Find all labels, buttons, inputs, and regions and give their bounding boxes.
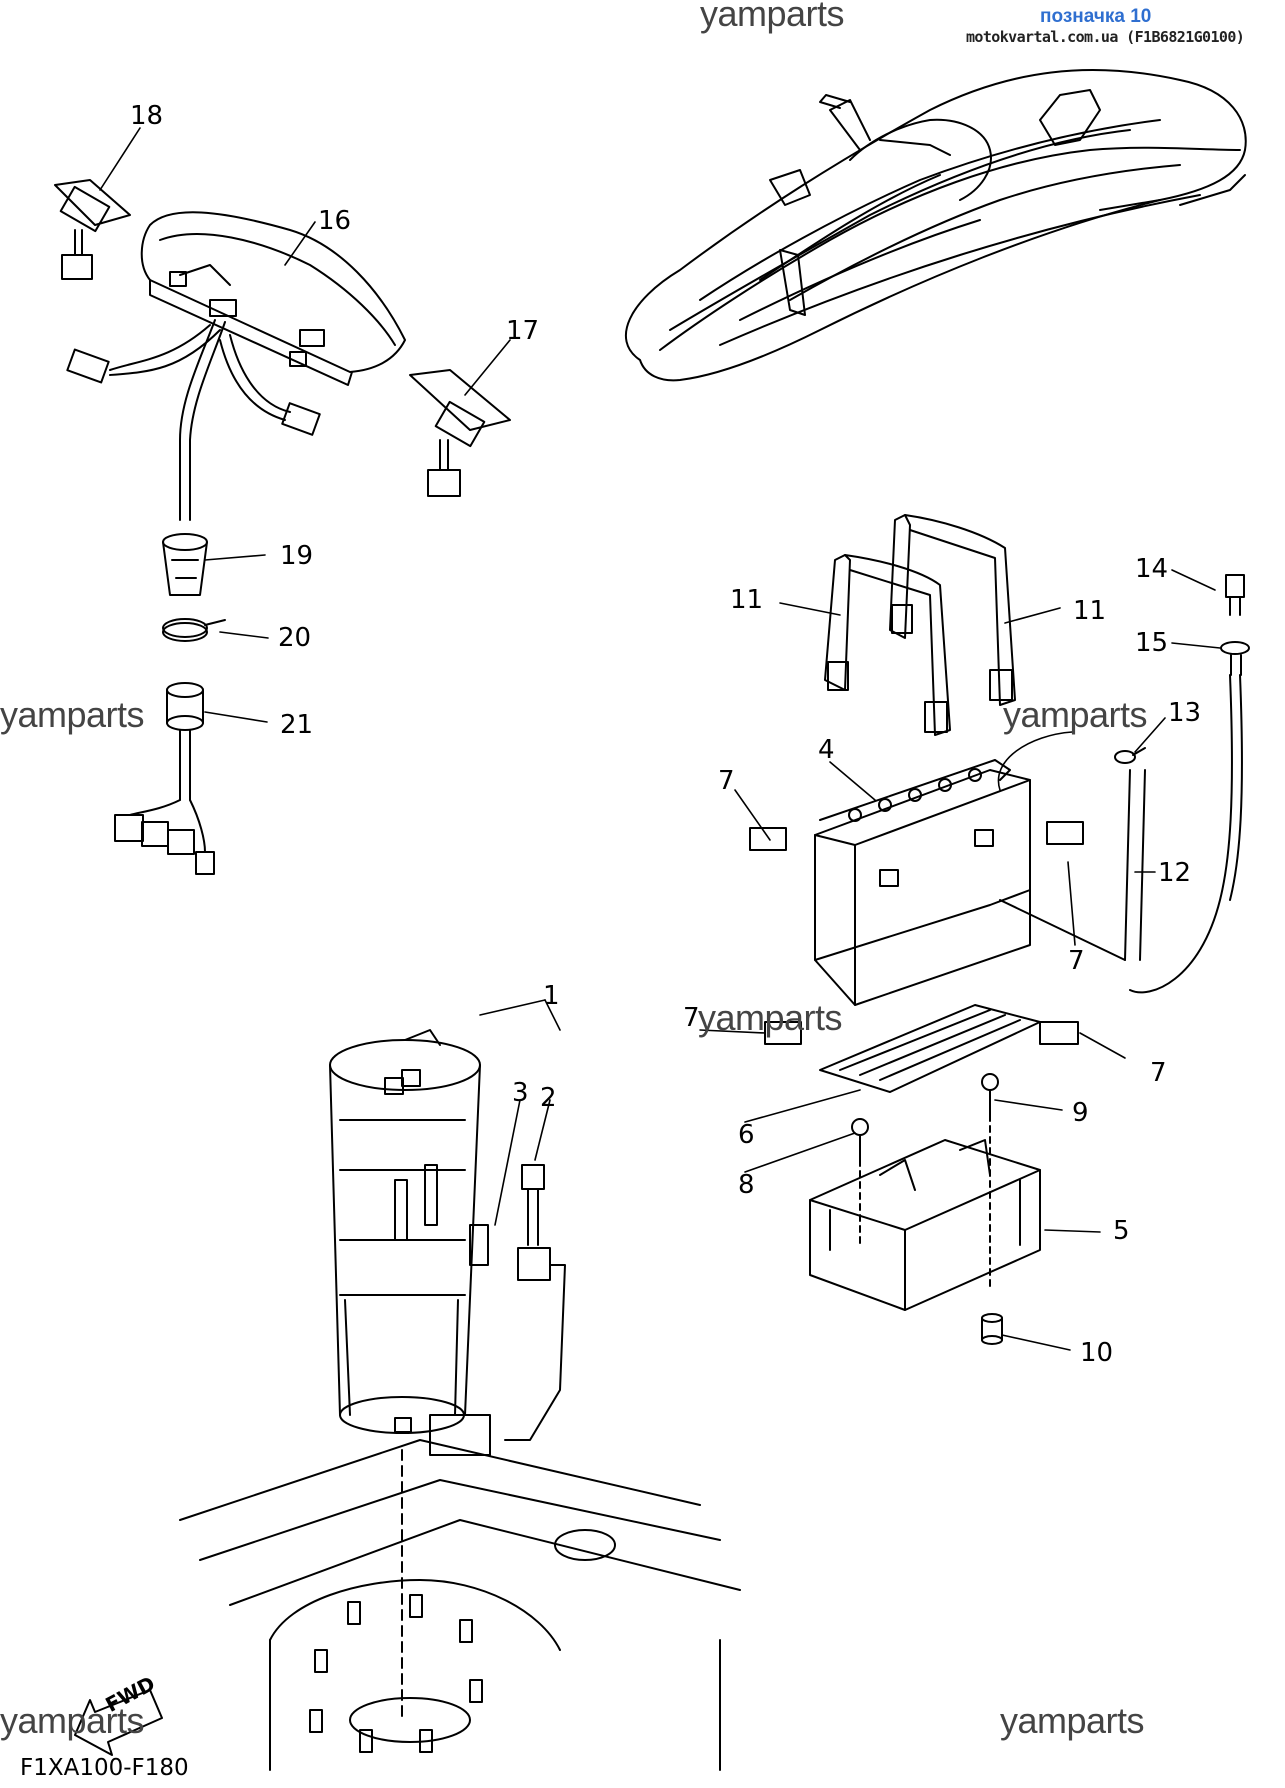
callout-9: 9 xyxy=(1072,1098,1089,1128)
callout-11-right: 11 xyxy=(1073,596,1107,626)
callout-4: 4 xyxy=(818,735,835,765)
meter-assembly xyxy=(142,212,405,385)
diagram-code: F1XA100-F180 xyxy=(20,1755,189,1781)
callout-16: 16 xyxy=(318,206,352,236)
callout-13: 13 xyxy=(1168,698,1202,728)
fitting-14-15-illustration xyxy=(1221,575,1249,675)
callout-7-bottom-right: 7 xyxy=(1150,1058,1167,1088)
collar-21-illustration xyxy=(167,683,203,800)
part-17-illustration xyxy=(410,370,510,496)
callout-3: 3 xyxy=(512,1078,529,1108)
bolts-8-9-illustration xyxy=(852,1074,998,1290)
callout-7-top-right: 7 xyxy=(1068,946,1085,976)
callout-1: 1 xyxy=(543,981,560,1011)
callout-5: 5 xyxy=(1113,1216,1130,1246)
fuel-tank-illustration xyxy=(180,1440,740,1770)
callout-8: 8 xyxy=(738,1170,755,1200)
callout-2: 2 xyxy=(540,1083,557,1113)
watermark: yamparts xyxy=(698,997,843,1038)
callout-19: 19 xyxy=(280,541,314,571)
part-18-illustration xyxy=(55,180,130,279)
callout-12: 12 xyxy=(1158,858,1192,888)
callout-18: 18 xyxy=(130,101,164,131)
callout-10: 10 xyxy=(1080,1338,1114,1368)
callout-17: 17 xyxy=(506,316,540,346)
harness-connectors xyxy=(115,800,214,874)
watermark: yamparts xyxy=(0,694,145,735)
watercraft-illustration xyxy=(626,70,1246,380)
callout-6: 6 xyxy=(738,1120,755,1150)
callout-20: 20 xyxy=(278,623,312,653)
callout-7-top-left: 7 xyxy=(718,766,735,796)
battery-band-11a-illustration xyxy=(825,555,950,735)
callout-7-bottom-left: 7 xyxy=(683,1003,700,1033)
watermark: yamparts xyxy=(1003,694,1148,735)
source-reference: motokvartal.com.ua (F1B6821G0100) xyxy=(966,28,1245,46)
fuel-pump-1-illustration xyxy=(330,1030,480,1433)
callout-leaders xyxy=(100,128,1220,1350)
watermark: yamparts xyxy=(1000,1700,1145,1741)
watermark: yamparts xyxy=(0,1700,145,1741)
battery-box-5-illustration xyxy=(810,1140,1040,1310)
callout-21: 21 xyxy=(280,710,314,740)
page-title: позначка 10 xyxy=(1040,6,1152,27)
callout-15: 15 xyxy=(1135,628,1169,658)
battery-4-illustration xyxy=(815,760,1030,1005)
fuel-level-sender-3-2-illustration xyxy=(430,1165,565,1455)
watermark: yamparts xyxy=(700,0,845,34)
meter-wire-harness xyxy=(67,320,319,520)
battery-band-11b-illustration xyxy=(890,515,1015,705)
clip-13-illustration xyxy=(1115,748,1145,763)
clamp-20-illustration xyxy=(163,619,225,641)
grommet-19-illustration xyxy=(163,534,207,595)
battery-mat-6-illustration xyxy=(820,1005,1040,1092)
callout-14: 14 xyxy=(1135,554,1169,584)
fwd-arrow-icon xyxy=(75,1690,162,1755)
callout-11-left: 11 xyxy=(730,585,764,615)
breather-hose-12-illustration xyxy=(1000,675,1242,992)
nut-10-illustration xyxy=(982,1314,1002,1344)
